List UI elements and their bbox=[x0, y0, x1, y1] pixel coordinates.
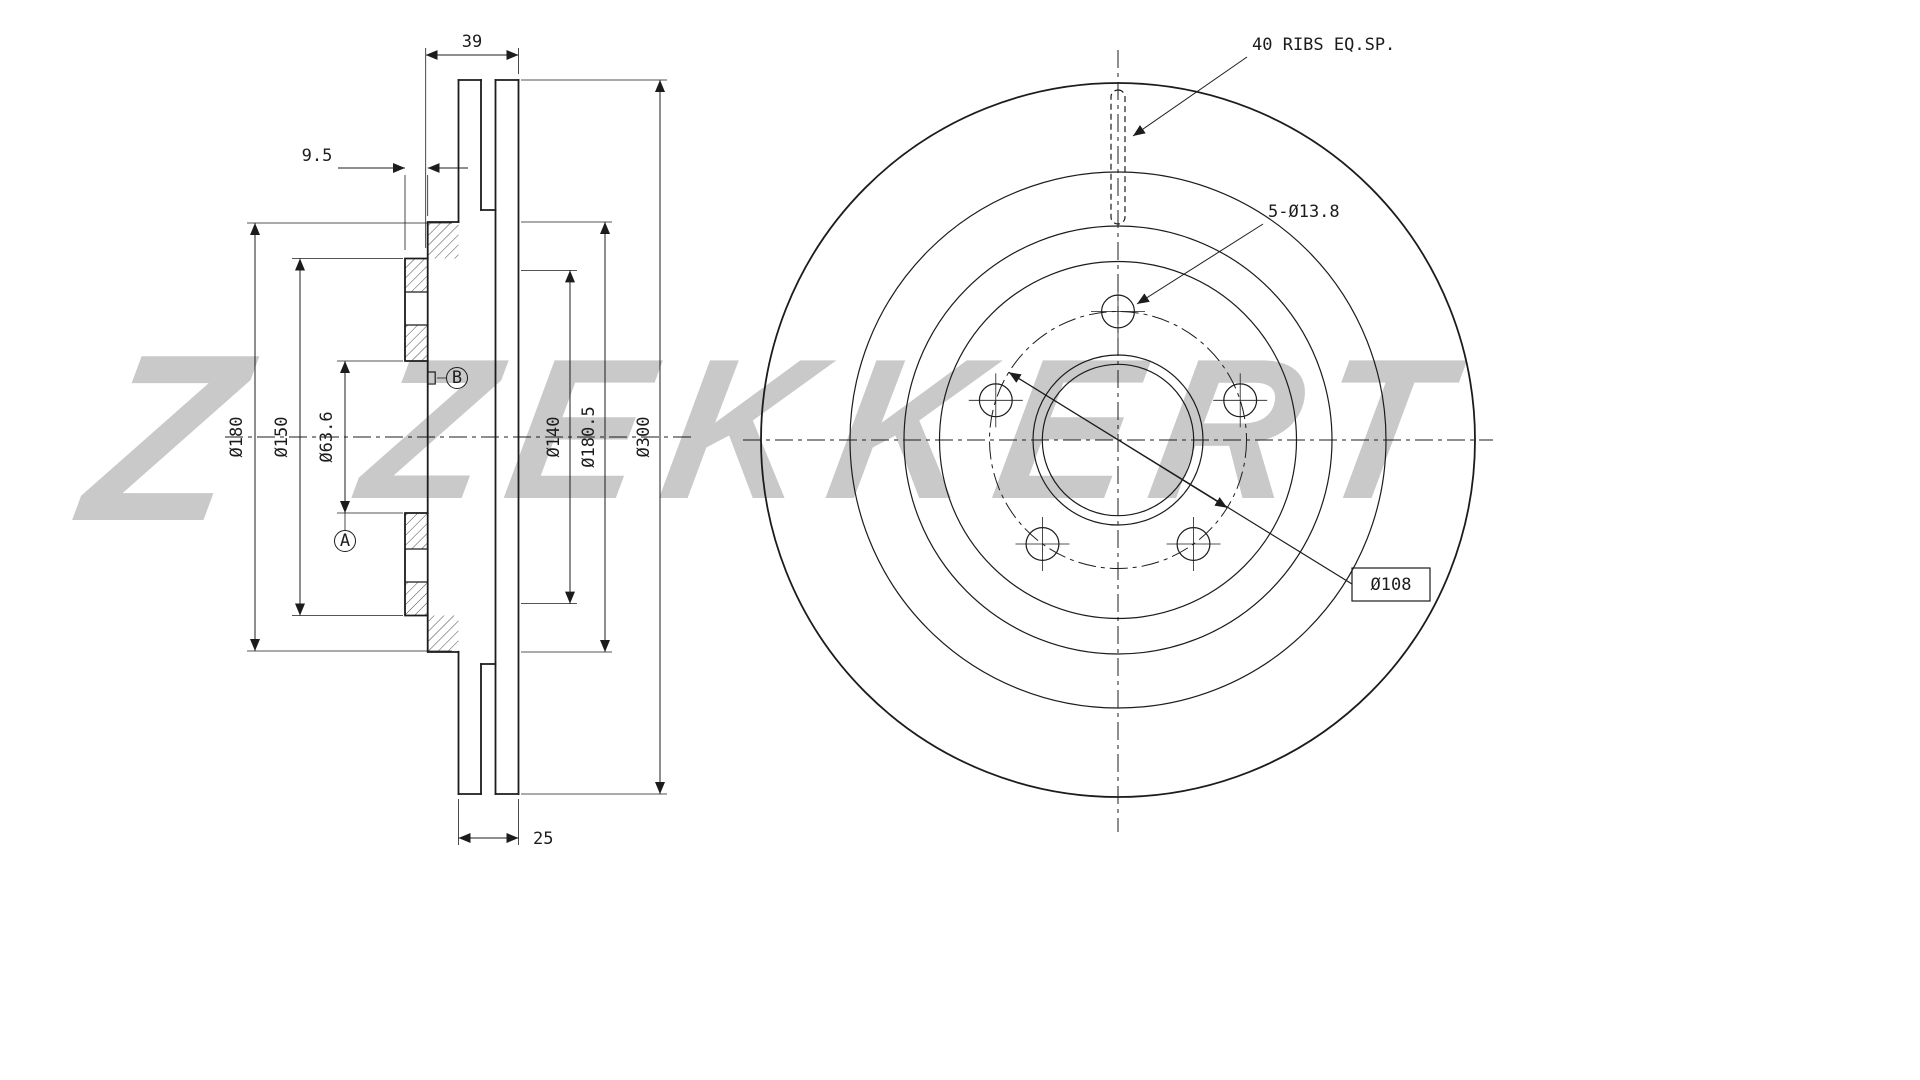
dim-dia-63-6: Ø63.6 A bbox=[317, 360, 403, 552]
bolt-circle bbox=[989, 311, 1247, 569]
bolt-circle-callout: Ø108 bbox=[1008, 371, 1431, 602]
dim-hat-offset-label: 9.5 bbox=[302, 146, 333, 166]
datum-b-flag: B bbox=[427, 367, 468, 389]
dim-width-overall: 39 bbox=[425, 32, 519, 248]
bolt-hole bbox=[1091, 284, 1145, 339]
ribs-note-label: 40 RIBS EQ.SP. bbox=[1252, 35, 1395, 55]
rib-slot bbox=[1110, 89, 1126, 225]
dim-dia-63-6-label: Ø63.6 bbox=[317, 411, 337, 462]
bolt-hole bbox=[1015, 517, 1070, 571]
ribs-callout: 40 RIBS EQ.SP. bbox=[1132, 35, 1395, 137]
dim-width-overall-label: 39 bbox=[462, 32, 482, 52]
dim-dia-180-5-label: Ø180.5 bbox=[579, 406, 599, 467]
datum-a-label: A bbox=[340, 531, 350, 551]
dim-dia-300: Ø300 bbox=[521, 79, 667, 795]
bolt-circle-label: Ø108 bbox=[1371, 575, 1412, 595]
bolt-holes bbox=[968, 284, 1268, 571]
dim-dia-150-label: Ø150 bbox=[272, 417, 292, 458]
section-outline bbox=[404, 79, 520, 795]
bolt-hole bbox=[1166, 517, 1221, 571]
bolt-holes-note-label: 5-Ø13.8 bbox=[1268, 202, 1340, 222]
datum-b-label: B bbox=[452, 368, 462, 388]
disc-circles bbox=[760, 82, 1476, 798]
dim-dia-180-5: Ø180.5 bbox=[521, 221, 612, 653]
bolt-holes-callout: 5-Ø13.8 bbox=[1136, 202, 1340, 305]
dim-dia-180-label: Ø180 bbox=[227, 417, 247, 458]
bolt-hole bbox=[968, 373, 1023, 428]
section-view: B 39 9.5 Ø180 bbox=[225, 32, 692, 849]
dim-dia-150: Ø150 bbox=[272, 258, 403, 616]
bolt-hole bbox=[1213, 373, 1268, 428]
front-view: 40 RIBS EQ.SP. 5-Ø13.8 Ø108 bbox=[743, 35, 1493, 832]
dim-dia-140: Ø140 bbox=[521, 269, 577, 604]
section-hatching bbox=[405, 222, 459, 652]
dim-dia-180: Ø180 bbox=[227, 222, 452, 652]
dim-thickness-label: 25 bbox=[533, 829, 553, 849]
dim-thickness: 25 bbox=[458, 799, 553, 849]
dim-dia-140-label: Ø140 bbox=[544, 417, 564, 458]
dim-dia-300-label: Ø300 bbox=[634, 417, 654, 458]
front-centerlines bbox=[743, 50, 1493, 832]
dim-hat-offset: 9.5 bbox=[302, 146, 468, 250]
